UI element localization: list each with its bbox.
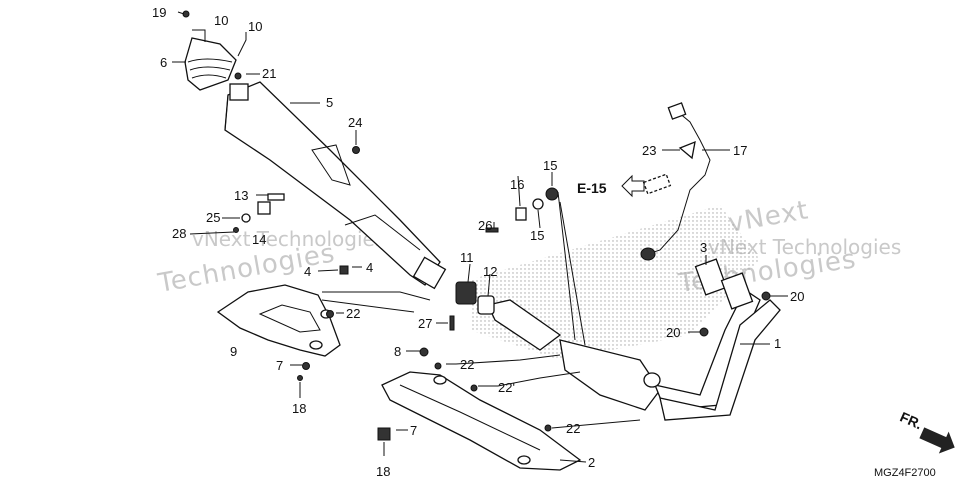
callout-7: 7 bbox=[410, 423, 417, 438]
callout-27: 27 bbox=[418, 316, 432, 331]
e15-reference: E-15 bbox=[577, 174, 645, 198]
callout-7: 7 bbox=[276, 358, 283, 373]
callout-18: 18 bbox=[292, 401, 306, 416]
callout-11: 11 bbox=[460, 250, 474, 265]
callouts: 19 10 10 6 21 5 24 13 25 28 14 4 4 22 9 … bbox=[152, 5, 804, 479]
callout-22: 22 bbox=[460, 357, 474, 372]
callout-23: 23 bbox=[642, 143, 656, 158]
callout-4: 4 bbox=[366, 260, 373, 275]
fasteners bbox=[182, 10, 771, 441]
muffler-body bbox=[224, 81, 447, 290]
gaskets bbox=[455, 281, 495, 315]
callout-5: 5 bbox=[326, 95, 333, 110]
callout-22: 22 bbox=[566, 421, 580, 436]
callout-17: 17 bbox=[733, 143, 747, 158]
e15-label: E-15 bbox=[577, 180, 607, 196]
front-direction: FR. bbox=[898, 409, 955, 454]
watermark-left-line1: vNext Technologies bbox=[192, 227, 385, 251]
callout-16: 16 bbox=[510, 177, 524, 192]
muffler-heat-protector bbox=[216, 284, 341, 357]
callout-20: 20 bbox=[666, 325, 680, 340]
callout-1: 1 bbox=[774, 336, 781, 351]
o2-sensor bbox=[640, 102, 711, 261]
callout-14: 14 bbox=[252, 232, 266, 247]
callout-15: 15 bbox=[530, 228, 544, 243]
callout-26: 26 bbox=[478, 218, 492, 233]
callout-6: 6 bbox=[160, 55, 167, 70]
callout-2: 2 bbox=[588, 455, 595, 470]
fr-label: FR. bbox=[898, 409, 925, 433]
callout-18: 18 bbox=[376, 464, 390, 479]
diagram-code: MGZ4F2700 bbox=[874, 467, 936, 479]
arrow-right-icon bbox=[919, 427, 955, 454]
callout-15: 15 bbox=[543, 158, 557, 173]
shading-band bbox=[470, 205, 760, 360]
callout-9: 9 bbox=[230, 344, 237, 359]
exhaust-lower-protector bbox=[381, 371, 582, 471]
exhaust-pipe bbox=[487, 258, 781, 421]
callout-10: 10 bbox=[248, 19, 262, 34]
callout-20: 20 bbox=[790, 289, 804, 304]
leader-lines bbox=[172, 11, 788, 463]
callout-10: 10 bbox=[214, 13, 228, 28]
callout-3: 3 bbox=[700, 240, 707, 255]
callout-12: 12 bbox=[483, 264, 497, 279]
callout-24: 24 bbox=[348, 115, 362, 130]
callout-4: 4 bbox=[304, 264, 311, 279]
callout-13: 13 bbox=[234, 188, 248, 203]
muffler-end-cap bbox=[184, 37, 237, 91]
callout-19: 19 bbox=[152, 5, 166, 20]
callout-8: 8 bbox=[394, 344, 401, 359]
arrow-left-icon bbox=[621, 174, 645, 198]
callout-21: 21 bbox=[262, 66, 276, 81]
callout-28: 28 bbox=[172, 226, 186, 241]
callout-25: 25 bbox=[206, 210, 220, 225]
callout-22-prime: 22' bbox=[498, 380, 515, 395]
callout-22: 22 bbox=[346, 306, 360, 321]
